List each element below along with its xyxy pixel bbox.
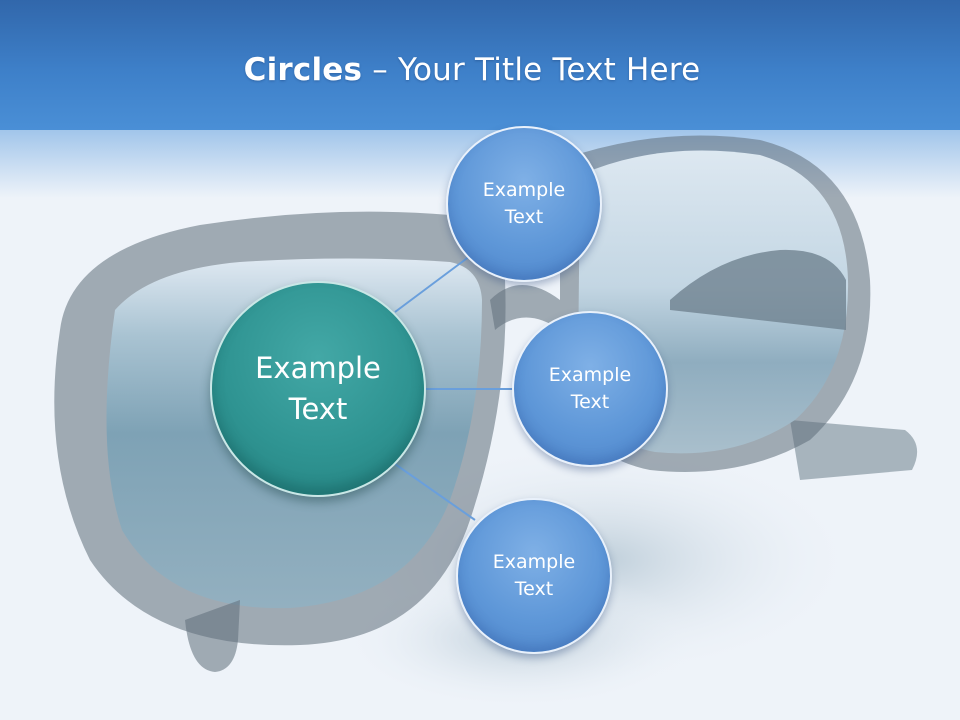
slide-title: Circles – Your Title Text Here: [0, 52, 944, 88]
node-circle-bottom-line1: Example: [492, 551, 576, 574]
node-circle-middle[interactable]: Example Text: [512, 311, 668, 467]
connector-to-node-1: [394, 255, 471, 313]
center-circle-line1: Example: [255, 351, 381, 386]
node-circle-middle-line2: Text: [570, 391, 610, 413]
title-bold: Circles: [243, 52, 363, 88]
node-circle-bottom[interactable]: Example Text: [456, 498, 612, 654]
node-circle-bottom-line2: Text: [514, 578, 554, 600]
connector-to-node-3: [394, 463, 476, 521]
node-circle-top[interactable]: Example Text: [446, 126, 602, 282]
center-circle-line2: Text: [288, 392, 348, 426]
node-circle-middle-line1: Example: [548, 364, 632, 387]
title-rest: – Your Title Text Here: [362, 52, 701, 88]
node-circle-top-line2: Text: [504, 206, 544, 228]
node-circle-top-line1: Example: [482, 179, 566, 202]
center-circle[interactable]: Example Text: [210, 281, 426, 497]
